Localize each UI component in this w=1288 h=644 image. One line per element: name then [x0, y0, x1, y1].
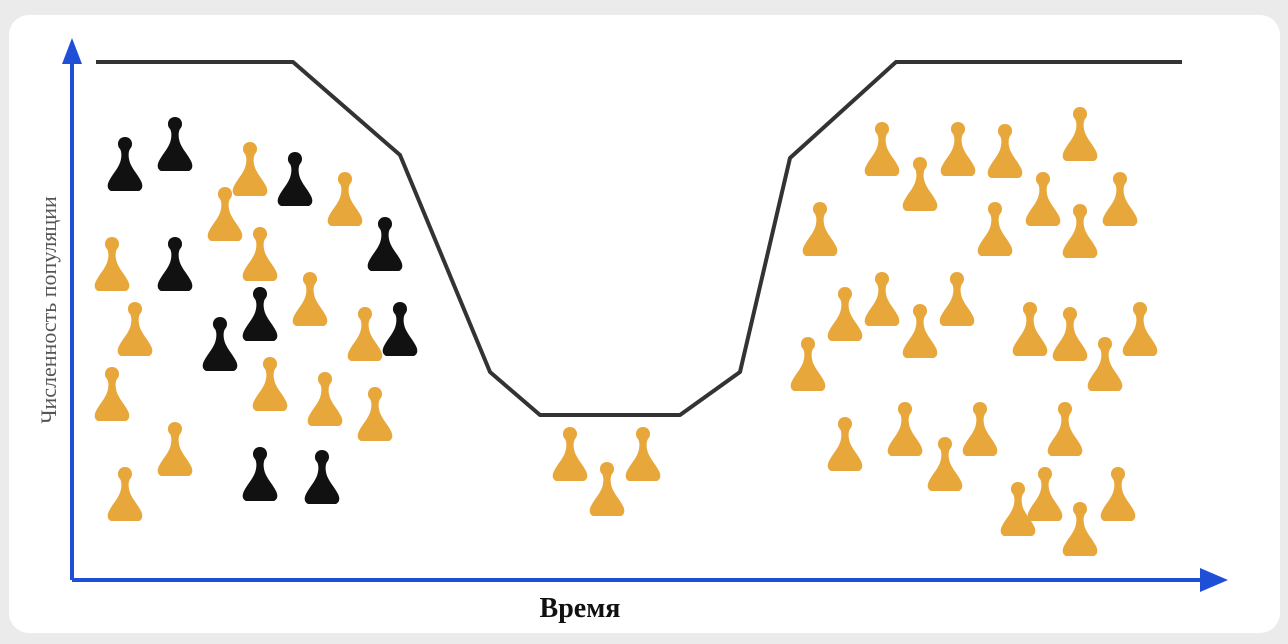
light-pawn-icon: [828, 287, 863, 341]
dark-pawn-icon: [108, 137, 143, 191]
light-pawn-icon: [158, 422, 193, 476]
dark-pawn-icon: [368, 217, 403, 271]
light-pawn-icon: [293, 272, 328, 326]
light-pawn-icon: [118, 302, 153, 356]
x-axis-label: Время: [540, 593, 621, 624]
dark-pawn-icon: [305, 450, 340, 504]
light-pawn-icon: [865, 272, 900, 326]
light-pawn-icon: [865, 122, 900, 176]
light-pawn-icon: [1053, 307, 1088, 361]
light-pawn-icon: [1063, 204, 1098, 258]
light-pawn-icon: [233, 142, 268, 196]
light-pawn-icon: [978, 202, 1013, 256]
light-pawn-icon: [308, 372, 343, 426]
diagram-frame: Время Численность популяции: [9, 15, 1280, 633]
x-axis-arrow: [1200, 568, 1228, 592]
light-pawn-icon: [253, 357, 288, 411]
light-pawn-icon: [348, 307, 383, 361]
light-pawn-icon: [888, 402, 923, 456]
light-pawn-icon: [1088, 337, 1123, 391]
individuals-group: [95, 107, 1158, 556]
light-pawn-icon: [108, 467, 143, 521]
light-pawn-icon: [1048, 402, 1083, 456]
light-pawn-icon: [791, 337, 826, 391]
light-pawn-icon: [358, 387, 393, 441]
light-pawn-icon: [95, 367, 130, 421]
light-pawn-icon: [1123, 302, 1158, 356]
light-pawn-icon: [95, 237, 130, 291]
dark-pawn-icon: [278, 152, 313, 206]
light-pawn-icon: [590, 462, 625, 516]
light-pawn-icon: [940, 272, 975, 326]
light-pawn-icon: [941, 122, 976, 176]
light-pawn-icon: [328, 172, 363, 226]
dark-pawn-icon: [158, 117, 193, 171]
light-pawn-icon: [1101, 467, 1136, 521]
light-pawn-icon: [243, 227, 278, 281]
dark-pawn-icon: [243, 447, 278, 501]
light-pawn-icon: [1063, 107, 1098, 161]
light-pawn-icon: [803, 202, 838, 256]
light-pawn-icon: [828, 417, 863, 471]
light-pawn-icon: [1063, 502, 1098, 556]
dark-pawn-icon: [158, 237, 193, 291]
dark-pawn-icon: [203, 317, 238, 371]
light-pawn-icon: [928, 437, 963, 491]
light-pawn-icon: [963, 402, 998, 456]
light-pawn-icon: [1013, 302, 1048, 356]
y-axis-arrow: [62, 38, 82, 64]
population-bottleneck-diagram: Время Численность популяции: [9, 15, 1280, 633]
y-axis-label: Численность популяции: [36, 196, 61, 424]
dark-pawn-icon: [383, 302, 418, 356]
light-pawn-icon: [626, 427, 661, 481]
light-pawn-icon: [903, 304, 938, 358]
light-pawn-icon: [903, 157, 938, 211]
light-pawn-icon: [1028, 467, 1063, 521]
light-pawn-icon: [988, 124, 1023, 178]
dark-pawn-icon: [243, 287, 278, 341]
light-pawn-icon: [1026, 172, 1061, 226]
light-pawn-icon: [553, 427, 588, 481]
light-pawn-icon: [1103, 172, 1138, 226]
